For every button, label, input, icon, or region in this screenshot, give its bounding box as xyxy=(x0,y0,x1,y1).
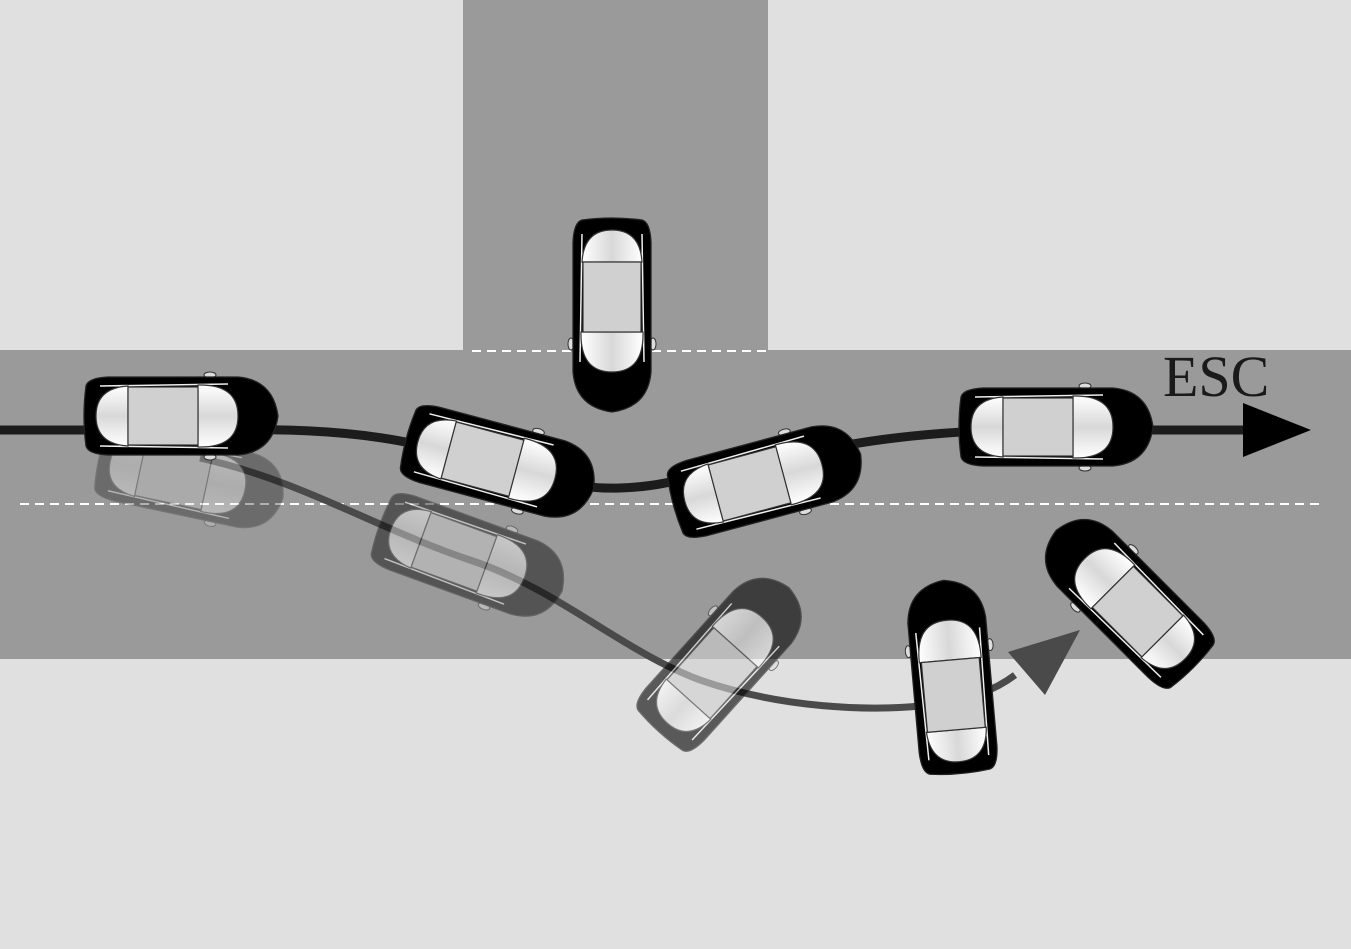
esc-car-1 xyxy=(83,371,279,461)
esc-car-4 xyxy=(958,382,1154,472)
esc-arrowhead xyxy=(1243,403,1311,457)
esc-label: ESC xyxy=(1163,344,1269,409)
crossing-car xyxy=(567,217,657,413)
skid-arrowhead xyxy=(1008,630,1080,695)
